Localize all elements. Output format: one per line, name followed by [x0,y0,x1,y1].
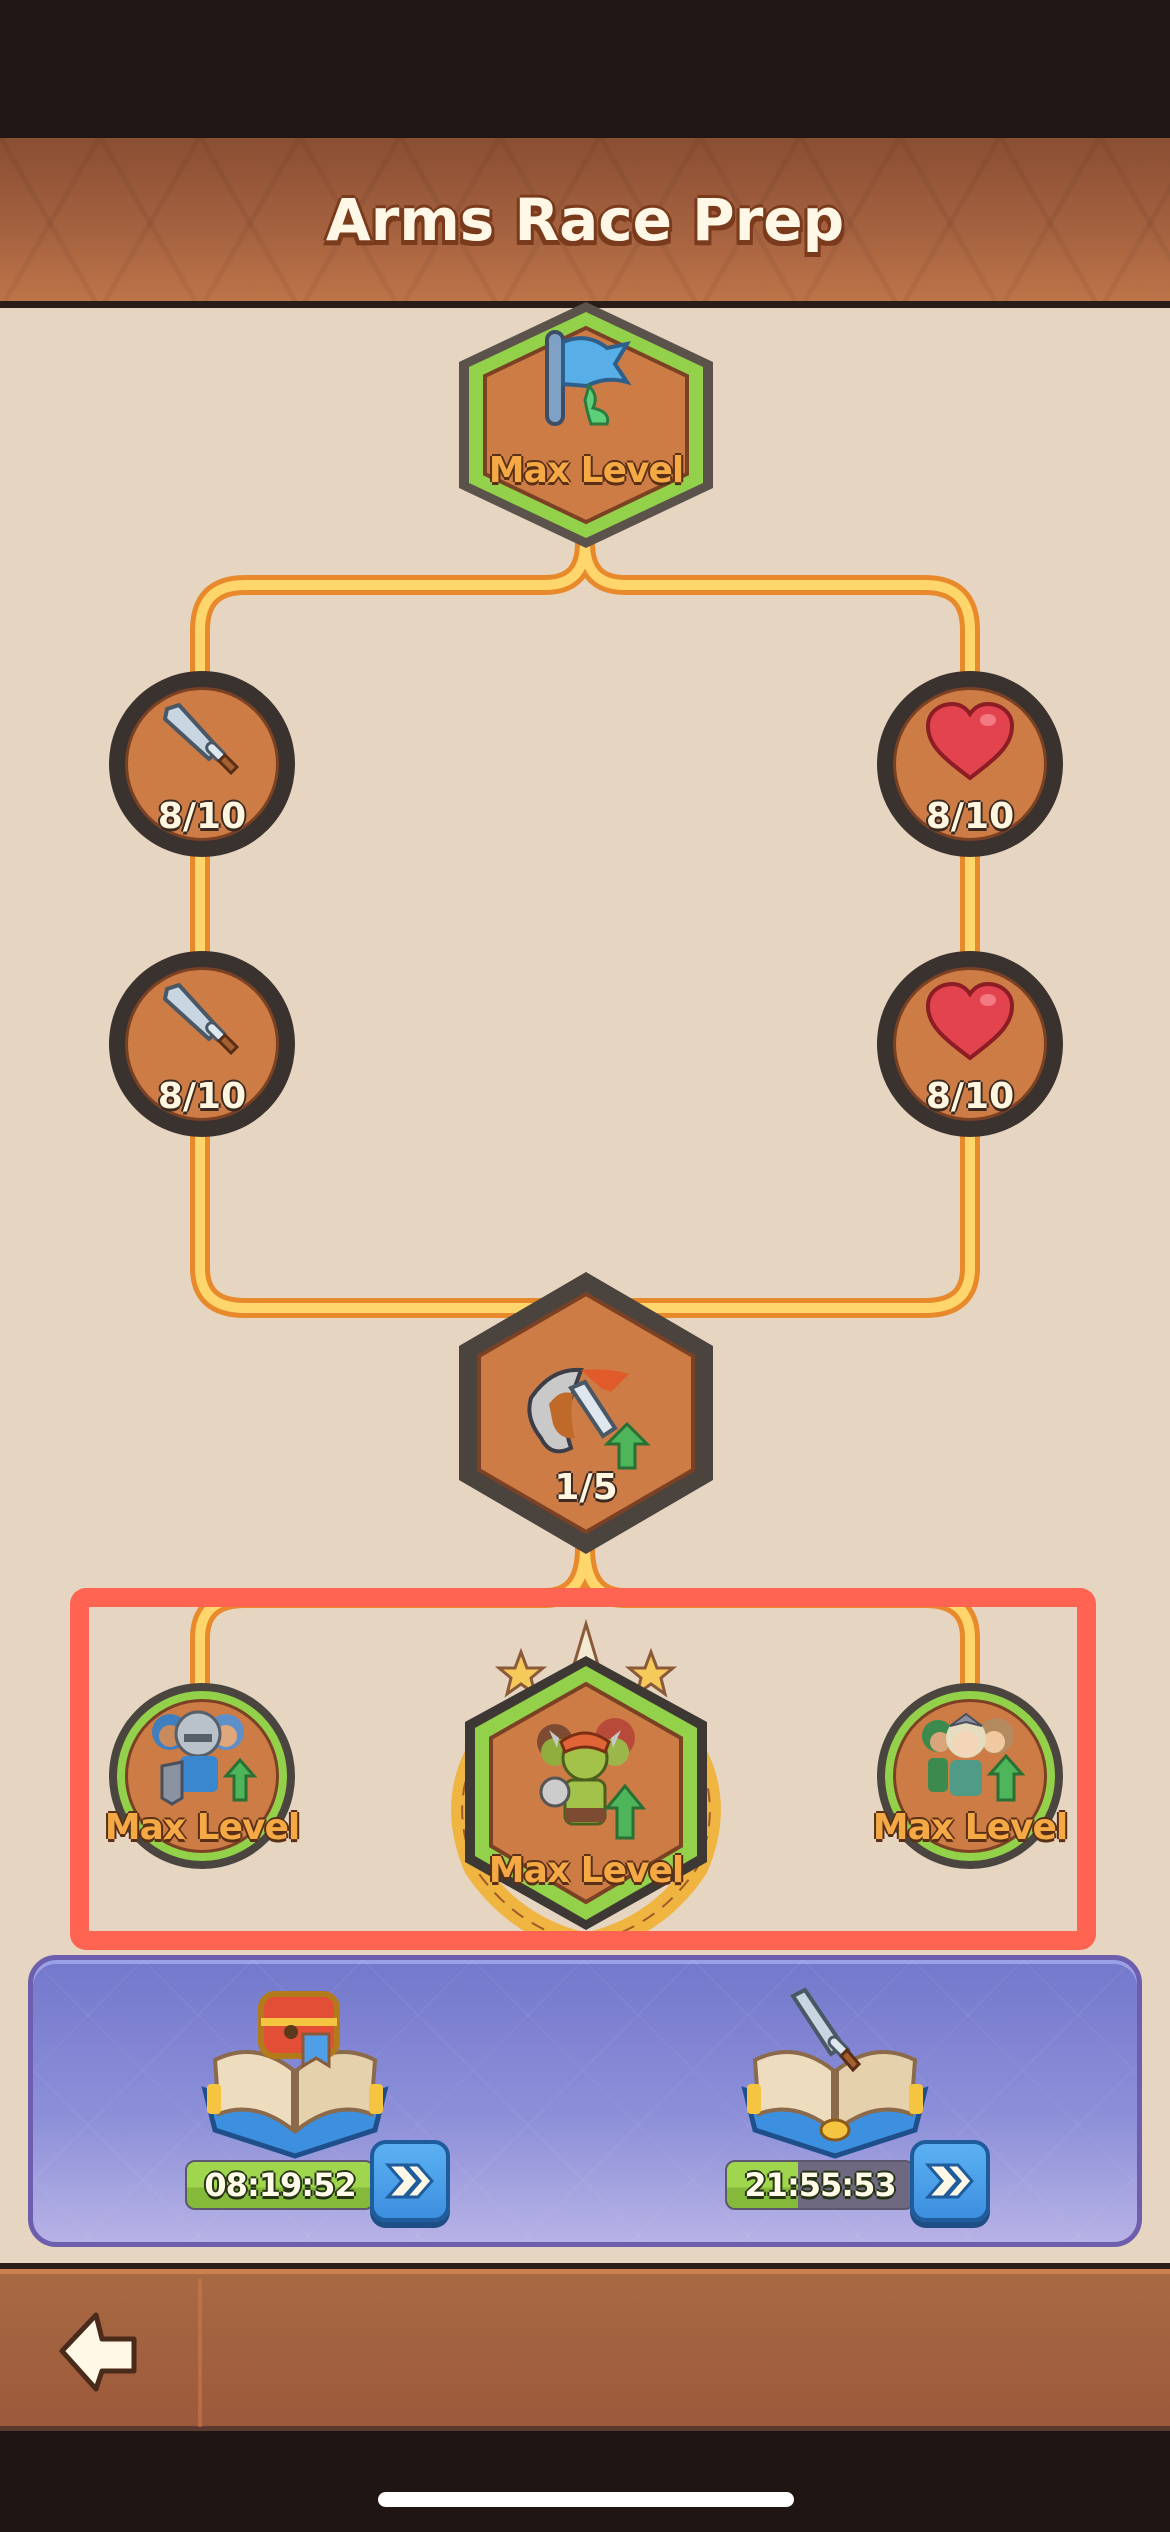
back-arrow-icon [59,2312,137,2392]
elf-squad-upgrade-icon [922,1713,1026,1802]
sword-icon [163,982,240,1055]
speed-up-button[interactable] [370,2140,450,2222]
timer-progress-fill [727,2162,798,2208]
timer-progress-fill [187,2162,373,2208]
heart-icon [925,701,1015,781]
status-bar [0,0,1170,138]
sword-icon [163,702,240,775]
tree-node-heart-1[interactable]: 8/10 [877,671,1063,857]
tree-node-top[interactable]: Max Level [455,300,717,550]
reward-item-chest[interactable]: 08:19:52 [185,1980,475,2240]
bar-divider [198,2279,202,2427]
header-bar: Arms Race Prep [0,138,1170,308]
tree-node-elves[interactable]: Max Level [873,1683,1068,1869]
heart-icon [925,981,1015,1061]
node-progress: 1/5 [554,1467,618,1508]
fast-forward-icon [924,2163,974,2199]
tree-node-heart-2[interactable]: 8/10 [877,951,1063,1137]
node-status: Max Level [488,450,684,491]
flag-icon [545,330,632,426]
reward-timer: 21:55:53 [725,2160,915,2210]
tree-node-orcs[interactable]: Max Level [425,1618,747,1948]
back-button[interactable] [0,2279,198,2429]
speed-up-button[interactable] [910,2140,990,2222]
tree-node-sword-2[interactable]: 8/10 [109,951,295,1137]
tech-tree-board: Max Level 8/10 8/10 8/10 [0,302,1170,2263]
knight-squad-upgrade-icon [152,1710,258,1807]
tree-node-knights[interactable]: Max Level [105,1683,300,1869]
tree-node-sword-1[interactable]: 8/10 [109,671,295,857]
timer-text: 08:19:52 [204,2166,356,2204]
sword-book-icon [741,1987,929,2159]
node-progress: 8/10 [157,796,247,837]
home-indicator[interactable] [378,2492,794,2507]
tree-node-middle[interactable]: 1/5 [455,1268,717,1558]
fast-forward-icon [384,2163,434,2199]
highlight-box [70,1588,1096,1950]
orc-squad-upgrade-icon [537,1718,647,1840]
reward-timer: 08:19:52 [185,2160,375,2210]
bottom-bar [0,2263,1170,2431]
node-status: Max Level [104,1807,300,1848]
reward-panel: 08:19:52 [28,1955,1142,2247]
timer-text: 21:55:53 [744,2166,896,2204]
shield-sword-upgrade-icon [527,1367,651,1470]
node-status: Max Level [488,1850,684,1891]
reward-item-sword[interactable]: 21:55:53 [725,1980,1015,2240]
node-progress: 8/10 [157,1076,247,1117]
chest-book-icon [201,1991,389,2159]
node-progress: 8/10 [925,796,1015,837]
hex-frame [459,302,713,548]
node-progress: 8/10 [925,1076,1015,1117]
node-status: Max Level [872,1807,1068,1848]
page-title: Arms Race Prep [325,185,845,254]
